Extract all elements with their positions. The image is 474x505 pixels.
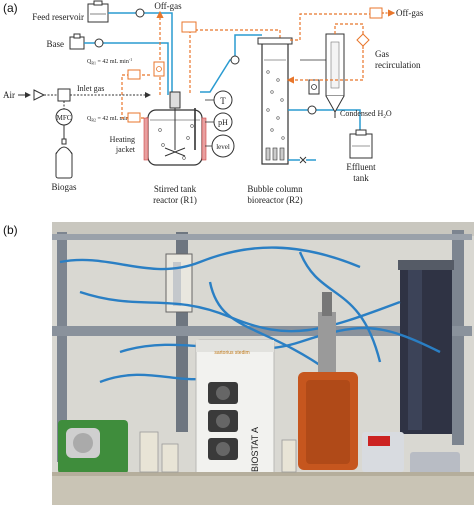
bubble-column-label-1: Bubble column [247, 184, 303, 194]
feed-reservoir [87, 0, 109, 23]
gas-pump-r1-icon [127, 69, 141, 80]
effluent-tank [349, 129, 373, 159]
air-label: Air [3, 90, 15, 100]
gas-valve-icon [181, 21, 197, 33]
feed-pump-icon [135, 8, 145, 18]
condenser [308, 33, 345, 118]
flow-upper-label: QR1 = 42 mL min-1 [87, 57, 132, 66]
transfer-line [200, 59, 235, 93]
condensed-label: Condensed H2O [340, 109, 392, 120]
bubble-column-photo [400, 264, 452, 434]
sensor-ph: pH [205, 112, 233, 132]
sensor-ph-label: pH [218, 118, 228, 127]
effluent-pump-icon [307, 105, 317, 115]
inlet-gas-label: Inlet gas [77, 84, 104, 93]
off-gas-top-label: Off-gas [154, 1, 182, 11]
biogas-label: Biogas [51, 182, 76, 192]
peristaltic-pump-photo [58, 420, 128, 474]
brand-label: sartorius stedim [214, 350, 249, 356]
gas-pump-r1-lower-icon [127, 112, 141, 123]
effluent-label-2: tank [353, 173, 369, 183]
heating-jacket-label-2: jacket [115, 145, 136, 154]
flow-lower-label: QR2 = 42 mL min-1 [87, 114, 132, 123]
bottle-3 [281, 439, 297, 473]
stirred-tank-label-2: reactor (R1) [153, 195, 197, 205]
transfer-pump-icon [230, 55, 240, 65]
effluent-label-1: Effluent [346, 162, 376, 172]
sensor-t: T [205, 90, 233, 110]
sensor-level-label: level [216, 143, 230, 151]
blue-tubing [59, 246, 441, 384]
heating-jacket-label-1: Heating [110, 135, 135, 144]
base-line [84, 42, 169, 95]
stirred-tank-photo [298, 292, 358, 470]
bubble-column-bioreactor [257, 37, 293, 165]
process-schematic: (a) Feed reservoir Base Off-gas QR1 = 42… [3, 0, 424, 205]
base-label: Base [47, 39, 65, 49]
base-pump-icon [94, 38, 104, 48]
effluent-valve-icon [299, 156, 307, 164]
feed-reservoir-label: Feed reservoir [32, 12, 84, 22]
gas-recirculation-label-1: Gas [375, 49, 389, 59]
biostat-controller [195, 339, 275, 495]
air-valve-icon [33, 89, 46, 101]
bottle-1 [139, 431, 159, 473]
base-bottle [69, 33, 85, 50]
sensor-t-label: T [220, 96, 226, 106]
model-label: BIOSTAT A [250, 427, 260, 472]
off-gas-condenser-icon [153, 61, 165, 77]
effluent-line [300, 109, 361, 130]
feed-line [108, 12, 173, 95]
off-gas-right-line [290, 13, 370, 41]
bubble-column-label-2: bioreactor (R2) [247, 195, 302, 205]
sensor-level: level [205, 134, 235, 158]
lab-bench [52, 472, 474, 505]
stir-plate [410, 452, 460, 476]
gas-mixer-icon [57, 88, 71, 102]
off-gas-condenser-right-icon [369, 7, 383, 19]
stirred-tank-label-1: Stirred tank [154, 184, 197, 194]
gas-recirculation-pump-icon [356, 33, 370, 47]
gas-recirc-r1-line [121, 74, 150, 119]
stirred-tank-reactor [143, 91, 207, 166]
biogas-cylinder-icon [55, 138, 73, 179]
off-gas-right-label: Off-gas [396, 8, 424, 18]
panel-label-a: (a) [3, 1, 18, 15]
laboratory-setup-photo: (b) sartorius stedim BIOSTAT A [3, 222, 474, 505]
panel-label-b: (b) [3, 223, 18, 237]
gas-recirculation-line [286, 50, 364, 84]
gas-recirculation-label-2: recirculation [375, 60, 421, 70]
mfc-label: MFC [57, 114, 72, 122]
bottle-2 [161, 443, 179, 473]
